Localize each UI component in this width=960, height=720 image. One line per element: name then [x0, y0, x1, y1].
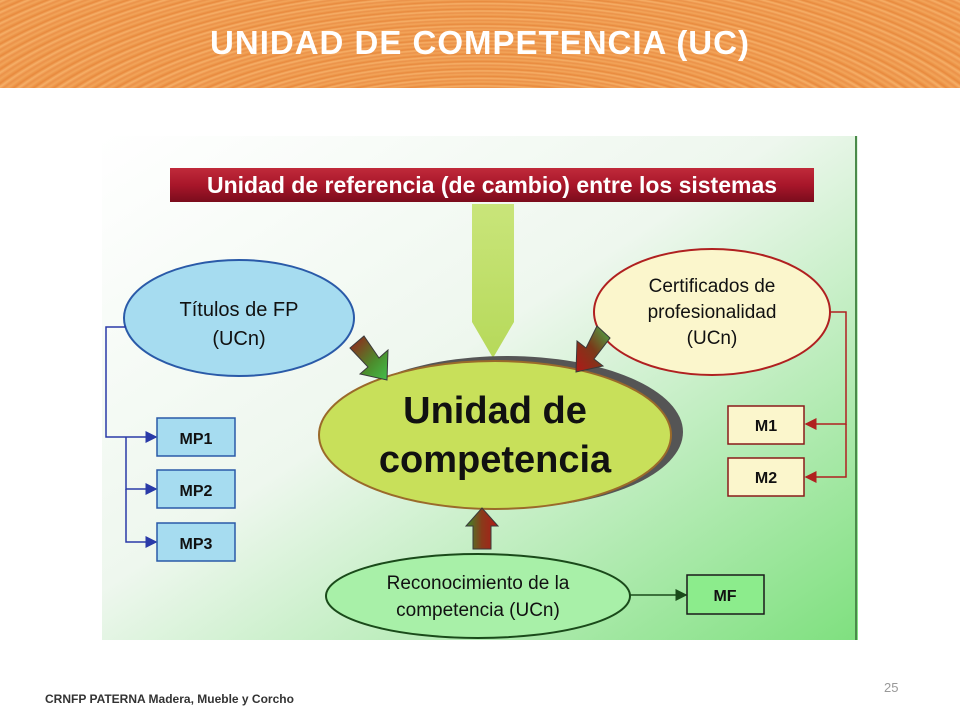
- center-ellipse: [318, 360, 672, 510]
- page-title: UNIDAD DE COMPETENCIA (UC): [210, 24, 750, 61]
- diagram: Unidad de referencia (de cambio) entre l…: [102, 136, 858, 640]
- connector-m2: [804, 424, 847, 483]
- box-mf-label: MF: [713, 588, 736, 605]
- titulos-fp-line2: (UCn): [212, 328, 265, 350]
- connector-mp1: [105, 326, 158, 443]
- center-line1: Unidad de: [403, 390, 587, 432]
- box-m1: [727, 405, 805, 445]
- reference-banner-text: Unidad de referencia (de cambio) entre l…: [207, 172, 777, 198]
- titulos-fp-ellipse: [123, 259, 355, 377]
- box-mp2-label: MP2: [180, 483, 213, 500]
- certificados-line2: profesionalidad: [648, 302, 777, 323]
- left-diagonal-arrow-icon: [349, 335, 389, 381]
- box-mp3-label: MP3: [180, 536, 213, 553]
- box-mp2: [156, 469, 236, 509]
- connector-mp3: [125, 489, 158, 548]
- reconocimiento-line1: Reconocimiento de la: [387, 573, 570, 594]
- down-arrow-icon: [472, 204, 514, 358]
- box-mp3: [156, 522, 236, 562]
- right-diagonal-arrow-icon: [575, 325, 611, 373]
- certificados-line1: Certificados de: [649, 276, 776, 297]
- center-line2: competencia: [379, 439, 612, 481]
- titulos-fp-line1: Títulos de FP: [180, 299, 299, 321]
- reconocimiento-line2: competencia (UCn): [396, 600, 560, 621]
- reference-banner: [170, 168, 814, 202]
- certificados-line3: (UCn): [687, 328, 738, 349]
- box-mp1-label: MP1: [180, 431, 213, 448]
- header-banner: UNIDAD DE COMPETENCIA (UC): [0, 0, 960, 88]
- reconocimiento-ellipse: [325, 553, 631, 639]
- box-m2-label: M2: [755, 470, 777, 487]
- footer-org: CRNFP PATERNA Madera, Mueble y Corcho: [45, 692, 294, 706]
- connector-m1: [804, 311, 847, 430]
- box-mf: [686, 574, 765, 615]
- box-m2: [727, 457, 805, 497]
- up-arrow-icon: [464, 507, 500, 550]
- box-m1-label: M1: [755, 418, 777, 435]
- page-number: 25: [884, 680, 899, 695]
- box-mp1: [156, 417, 236, 457]
